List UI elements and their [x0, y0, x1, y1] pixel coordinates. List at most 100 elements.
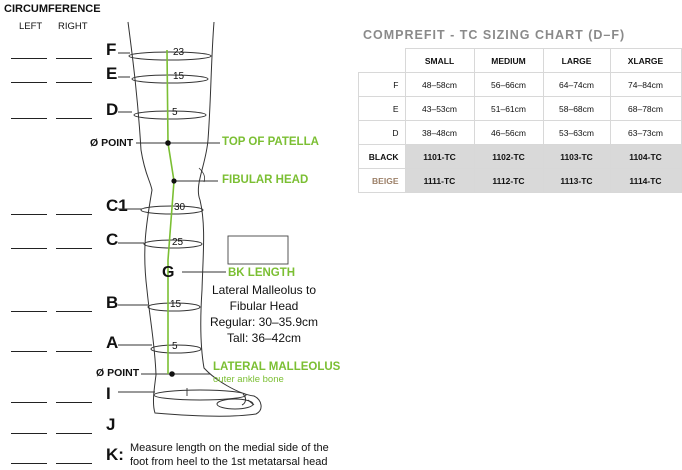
table-cell: 63–73cm: [609, 120, 682, 145]
table-cell: 1112-TC: [473, 168, 544, 193]
row-label: E: [358, 96, 406, 121]
left-blank[interactable]: [11, 82, 47, 83]
row-label: J: [106, 415, 116, 434]
measure-row-e: E: [0, 64, 130, 88]
row-label: C: [106, 230, 119, 249]
outer-ankle-bone-label: outer ankle bone: [213, 374, 284, 385]
measure-row-i: I: [0, 384, 130, 408]
right-blank[interactable]: [56, 118, 92, 119]
column-header-medium: MEDIUM: [473, 48, 544, 73]
k-description: Measure length on the medial side of the…: [130, 441, 329, 469]
table-cell: 38–48cm: [404, 120, 475, 145]
table-cell: 1113-TC: [542, 168, 611, 193]
right-blank[interactable]: [56, 402, 92, 403]
lateral-malleolus-label: LATERAL MALLEOLUS: [213, 361, 341, 373]
top-of-patella-label: TOP OF PATELLA: [222, 136, 319, 148]
table-row-black: BLACK 1101-TC 1102-TC 1103-TC 1104-TC: [358, 144, 682, 169]
zero-point-label-lower: Ø POINT: [96, 367, 140, 379]
fibular-head-label: FIBULAR HEAD: [222, 174, 309, 186]
right-blank[interactable]: [56, 82, 92, 83]
right-column-label: RIGHT: [58, 21, 88, 32]
bk-desc-line-2: Fibular Head: [229, 299, 299, 313]
table-row-e: E 43–53cm 51–61cm 58–68cm 68–78cm: [358, 96, 682, 121]
table-cell: 53–63cm: [542, 120, 611, 145]
row-label: B: [106, 293, 119, 312]
cm-mark-23: 23: [173, 47, 185, 58]
row-label: D: [358, 120, 406, 145]
bk-desc-line-3: Regular: 30–35.9cm: [209, 315, 319, 329]
left-blank[interactable]: [11, 351, 47, 352]
table-cell: 1101-TC: [404, 144, 475, 169]
left-column-label: LEFT: [19, 21, 43, 32]
row-label: A: [106, 333, 119, 352]
column-header-large: LARGE: [542, 48, 611, 73]
table-cell: 56–66cm: [473, 72, 544, 97]
measure-row-b: B: [0, 293, 130, 317]
right-blank[interactable]: [56, 433, 92, 434]
column-header-small: SMALL: [404, 48, 475, 73]
table-cell: 1103-TC: [542, 144, 611, 169]
left-blank[interactable]: [11, 311, 47, 312]
circumference-title: CIRCUMFERENCE: [4, 3, 101, 15]
k-desc-line-2: foot from heel to the 1st metatarsal hea…: [130, 456, 328, 468]
table-cell: 51–61cm: [473, 96, 544, 121]
table-cell: 74–84cm: [609, 72, 682, 97]
table-cell: 1114-TC: [609, 168, 682, 193]
table-header-row: SMALL MEDIUM LARGE XLARGE: [358, 48, 682, 73]
table-cell: 1111-TC: [404, 168, 475, 193]
left-blank[interactable]: [11, 248, 47, 249]
sizing-chart-title: COMPREFIT - TC SIZING CHART (D–F): [363, 28, 626, 42]
row-label: E: [106, 64, 118, 83]
bk-desc-line-1: Lateral Malleolus to: [211, 283, 317, 297]
sizing-table: SMALL MEDIUM LARGE XLARGE F 48–58cm 56–6…: [358, 48, 682, 193]
left-blank[interactable]: [11, 433, 47, 434]
right-blank[interactable]: [56, 463, 92, 464]
bk-length-description: Lateral Malleolus to Fibular Head Regula…: [200, 282, 328, 346]
table-row-beige: BEIGE 1111-TC 1112-TC 1113-TC 1114-TC: [358, 168, 682, 193]
right-blank[interactable]: [56, 311, 92, 312]
g-label: G: [162, 264, 175, 281]
cm-mark-25: 25: [172, 237, 184, 248]
measure-row-j: J: [0, 415, 130, 439]
row-label: F: [106, 40, 117, 59]
table-cell: 68–78cm: [609, 96, 682, 121]
table-cell: 46–56cm: [473, 120, 544, 145]
left-blank[interactable]: [11, 118, 47, 119]
left-blank[interactable]: [11, 58, 47, 59]
measure-row-k: K:: [0, 445, 130, 469]
bk-length-label: BK LENGTH: [228, 267, 296, 279]
measure-row-d: D: [0, 100, 130, 124]
measure-row-c1: C1: [0, 196, 130, 220]
table-cell: 64–74cm: [542, 72, 611, 97]
row-label: K:: [106, 445, 124, 464]
bk-desc-line-4: Tall: 36–42cm: [226, 331, 302, 345]
left-blank[interactable]: [11, 214, 47, 215]
measure-row-f: F: [0, 40, 130, 64]
table-cell: 1102-TC: [473, 144, 544, 169]
table-cell: 48–58cm: [404, 72, 475, 97]
column-header-xlarge: XLARGE: [609, 48, 682, 73]
row-label-black: BLACK: [358, 144, 406, 169]
cm-mark-30: 30: [174, 202, 186, 213]
measure-row-a: A: [0, 333, 130, 357]
leg-diagram: [118, 21, 289, 417]
cm-mark-15-lower: 15: [170, 299, 182, 310]
right-blank[interactable]: [56, 248, 92, 249]
table-cell: 1104-TC: [609, 144, 682, 169]
corner-cell: [358, 48, 406, 73]
row-label: F: [358, 72, 406, 97]
table-cell: 43–53cm: [404, 96, 475, 121]
cm-mark-15: 15: [173, 71, 185, 82]
left-blank[interactable]: [11, 463, 47, 464]
table-row-d: D 38–48cm 46–56cm 53–63cm 63–73cm: [358, 120, 682, 145]
zero-point-label-upper: Ø POINT: [90, 137, 134, 149]
measure-row-c: C: [0, 230, 130, 254]
cm-mark-5: 5: [172, 107, 178, 118]
right-blank[interactable]: [56, 58, 92, 59]
right-blank[interactable]: [56, 351, 92, 352]
right-blank[interactable]: [56, 214, 92, 215]
left-blank[interactable]: [11, 402, 47, 403]
cm-mark-5-lower: 5: [172, 341, 178, 352]
k-desc-line-1: Measure length on the medial side of the: [130, 442, 329, 454]
row-label: D: [106, 100, 119, 119]
